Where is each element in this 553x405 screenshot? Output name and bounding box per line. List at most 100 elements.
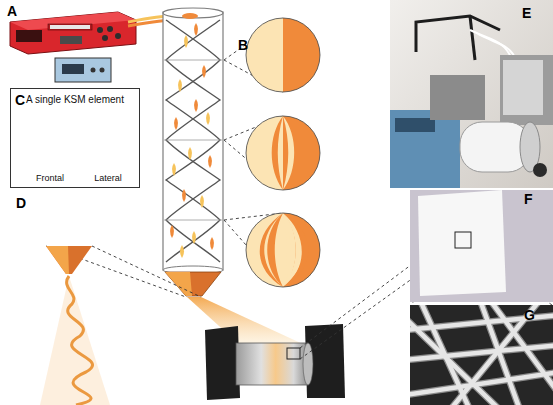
section-outlines-part — [246, 116, 320, 190]
cross-section-1-part — [246, 18, 283, 92]
view-label: Lateral — [83, 173, 133, 183]
flow-droplets-part — [194, 99, 198, 112]
panel-letter: D — [16, 196, 26, 210]
section-outlines-part — [246, 213, 320, 287]
spinneret-funnel-part — [165, 272, 192, 296]
collector — [205, 324, 345, 400]
setup-photo-part — [390, 0, 553, 188]
fiber-micrograph-part-part — [450, 305, 540, 405]
cross-section-2-part — [272, 116, 283, 190]
jet-cone — [187, 297, 305, 345]
fiber-micrograph-part-part — [490, 305, 553, 395]
setup-photo-part — [500, 55, 553, 125]
flow-droplets-part — [208, 155, 212, 168]
mixer-column-part — [163, 12, 223, 270]
flow-droplets — [170, 23, 214, 258]
whipping-jet-part — [40, 276, 110, 405]
helical-elements-part — [164, 60, 222, 61]
jet-leaders-part — [92, 246, 201, 297]
cross-section-3-part — [260, 213, 283, 287]
mixer-column — [163, 8, 223, 270]
fiber-mat-photo — [410, 190, 553, 302]
cross-section-3-part — [283, 213, 291, 287]
panel-letter: C — [15, 93, 25, 107]
cross-section-3-part — [283, 213, 302, 287]
panel-letter: A — [7, 4, 17, 18]
power-supply-part — [100, 68, 105, 73]
mixer-column-part — [182, 13, 198, 19]
collector-part — [205, 326, 240, 400]
fiber-mat-photo-part — [455, 232, 471, 248]
fiber-mat-photo-part — [410, 190, 553, 302]
cross-section-1-part — [283, 18, 320, 92]
syringe-pump-part — [50, 25, 90, 29]
helical-elements-part — [164, 220, 222, 221]
fiber-micrograph-part — [410, 305, 553, 405]
fiber-micrograph-part — [410, 305, 553, 405]
setup-photo-part — [390, 110, 460, 188]
cross-section-3-part — [246, 213, 320, 287]
helical-elements-part — [166, 20, 220, 262]
setup-photo-part — [470, 16, 475, 60]
flow-droplets-part — [182, 189, 186, 202]
flow-droplets-part — [178, 79, 182, 92]
section-outlines-part — [246, 18, 320, 92]
power-supply — [55, 58, 111, 82]
panel-letter: E — [522, 6, 531, 20]
setup-photo-part — [430, 75, 485, 120]
power-supply-part — [55, 58, 111, 82]
whipping-jet — [40, 246, 110, 405]
spinneret-funnel-part — [165, 272, 221, 296]
syringe-pump-part — [102, 35, 108, 41]
panel-box: A single KSM elementFrontal Lateral — [10, 88, 140, 188]
syringe-pump-part — [115, 33, 121, 39]
setup-photo — [390, 0, 553, 188]
syringe-pump-part — [10, 12, 136, 30]
setup-photo-part — [533, 163, 547, 177]
panel-letter: B — [238, 38, 248, 52]
flow-droplets-part — [210, 237, 214, 250]
whipping-jet-part — [46, 246, 92, 274]
whipping-jet-part — [46, 246, 69, 274]
fiber-micrograph-part-part — [410, 318, 500, 405]
cross-section-3-part — [283, 213, 320, 287]
jet-cone-part — [187, 297, 305, 345]
collector-part — [236, 343, 308, 385]
flow-droplets-part — [194, 23, 198, 36]
flow-droplets-part — [192, 231, 196, 244]
mixer-column-part — [163, 8, 223, 18]
collector-part — [287, 348, 300, 359]
panel-letter: F — [524, 192, 533, 206]
cross-section-1 — [246, 18, 320, 92]
helical-elements-part — [166, 20, 220, 262]
syringe-pump-part — [107, 26, 113, 32]
helical-elements — [164, 20, 222, 262]
fiber-micrograph — [410, 305, 553, 405]
flow-droplets-part — [188, 147, 192, 160]
section-outlines — [246, 18, 320, 287]
view-label: Frontal — [25, 173, 75, 183]
cross-section-2-part — [283, 116, 320, 190]
syringe-pump-part — [16, 30, 42, 42]
panel-heading: A single KSM element — [11, 94, 139, 106]
flow-droplets-part — [172, 163, 176, 176]
flow-droplets-part — [184, 35, 188, 48]
panel-letter: G — [524, 308, 535, 322]
setup-photo-part — [416, 16, 500, 52]
syringe-pump-part — [10, 12, 136, 54]
collector-part — [303, 343, 313, 385]
flow-droplets-part — [174, 117, 178, 130]
syringe-pump-part — [48, 24, 92, 30]
fiber-mat-photo-part — [418, 190, 506, 296]
setup-photo-part — [503, 60, 543, 115]
fiber-micrograph-part-part — [480, 305, 520, 405]
cross-section-2 — [246, 116, 320, 190]
cross-section-3-part — [283, 213, 309, 287]
power-supply-part — [91, 68, 96, 73]
flow-droplets-part — [206, 112, 210, 125]
cross-section-2-part — [283, 116, 294, 190]
syringe-pump-part — [97, 27, 103, 33]
flow-droplets-part — [170, 225, 174, 238]
flow-droplets-part — [202, 65, 206, 78]
